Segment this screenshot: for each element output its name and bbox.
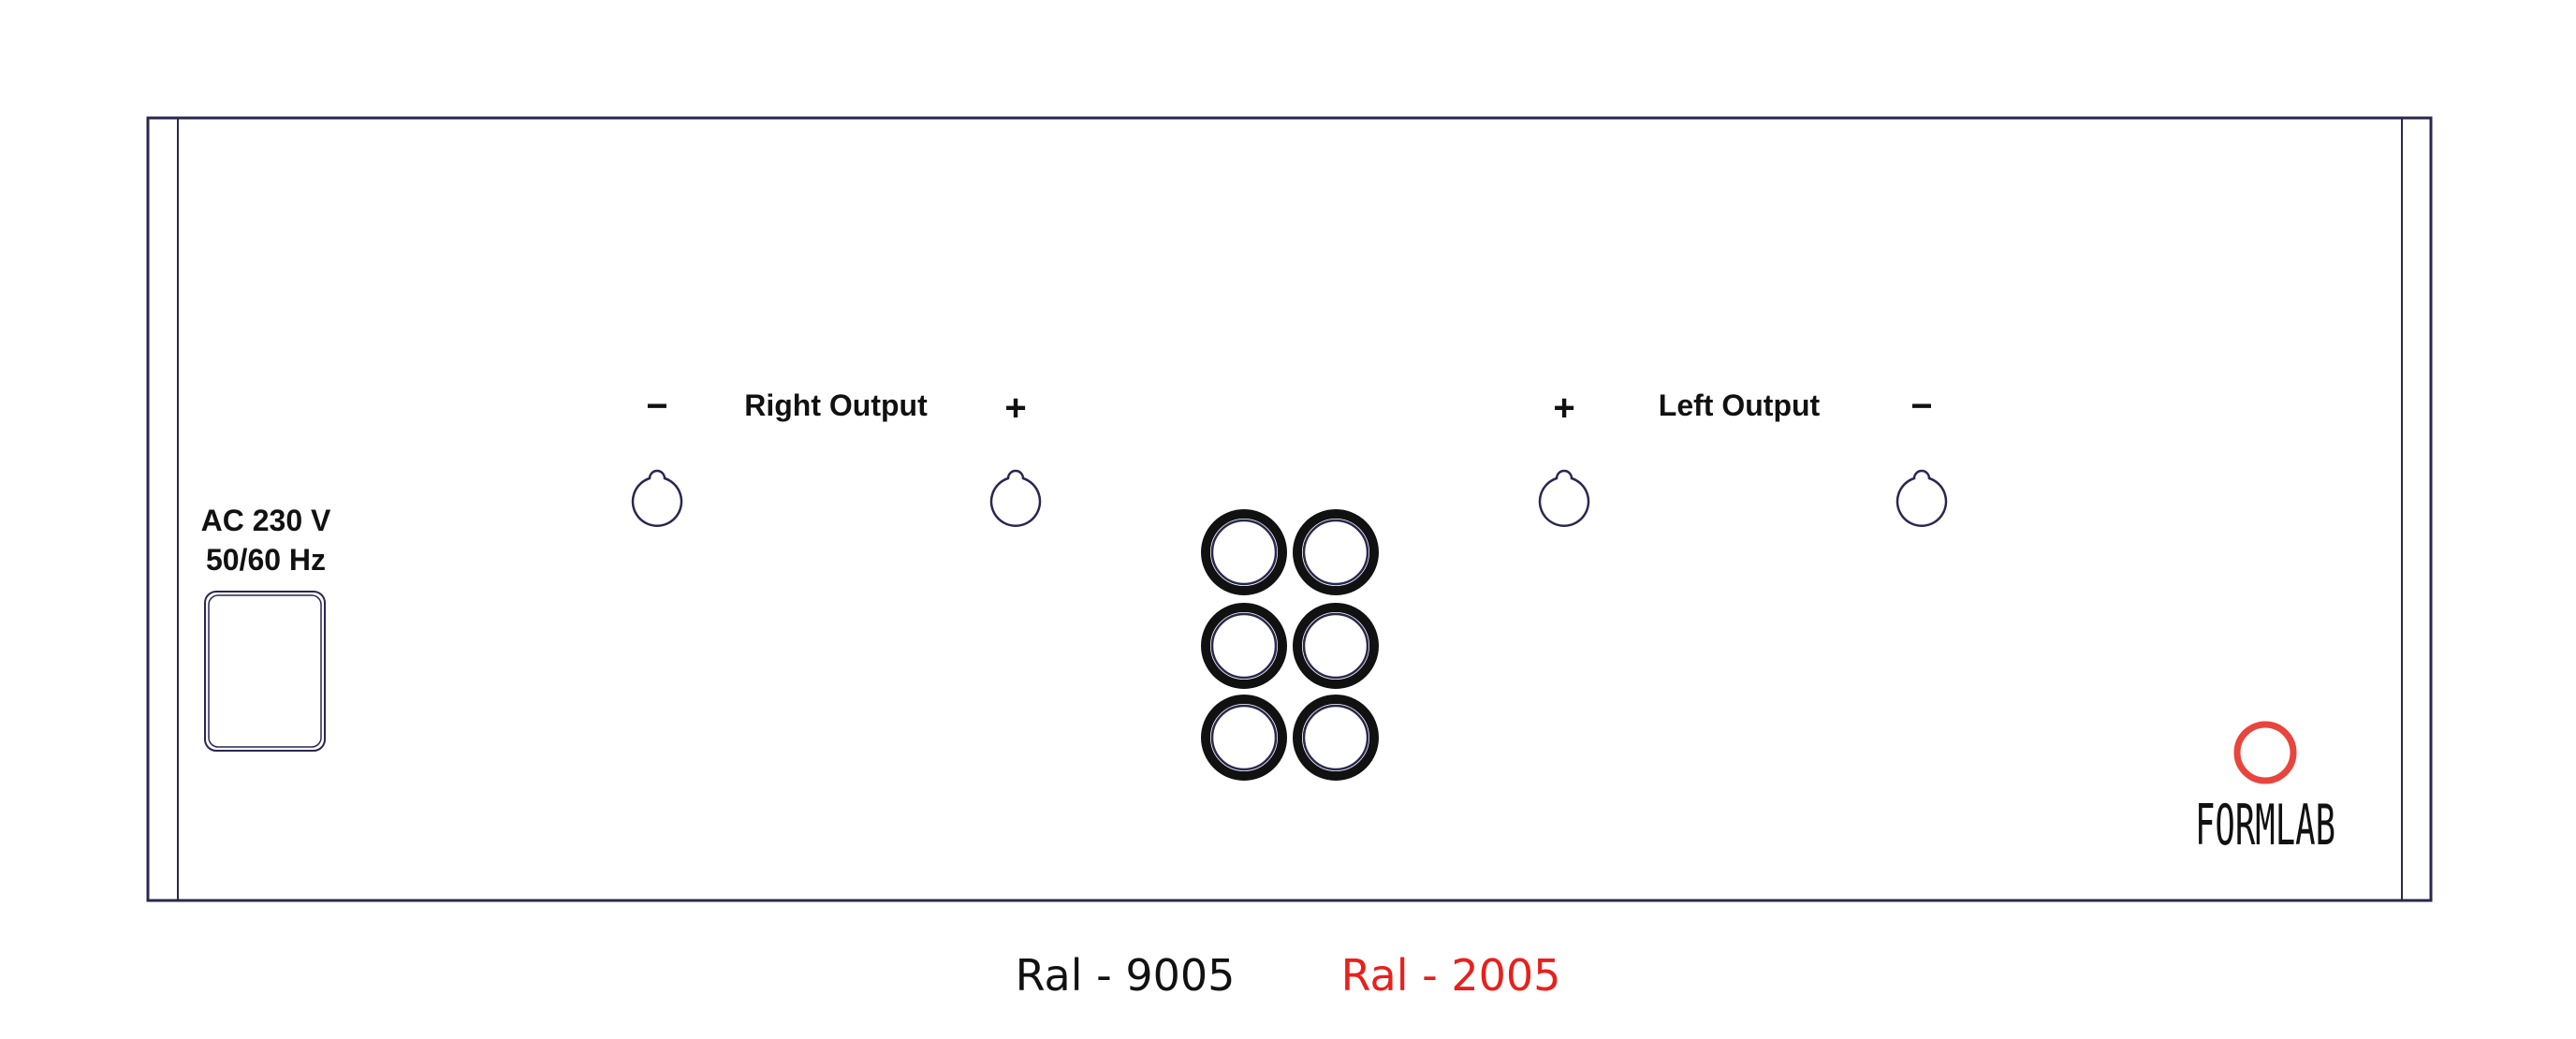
frequency-label: 50/60 Hz bbox=[206, 543, 326, 577]
left-minus-label: − bbox=[1910, 386, 1932, 427]
right-minus-terminal bbox=[631, 469, 683, 527]
left-plus-label: + bbox=[1553, 388, 1574, 429]
left-minus-terminal bbox=[1895, 469, 1948, 527]
power-inlet bbox=[204, 591, 326, 752]
left-plus-terminal bbox=[1538, 469, 1590, 527]
right-minus-label: − bbox=[646, 386, 667, 427]
rca-jack bbox=[1293, 695, 1379, 781]
brand-logo-text: FORMLAB bbox=[2195, 793, 2335, 858]
voltage-label: AC 230 V bbox=[201, 504, 331, 537]
right-output-label: Right Output bbox=[744, 388, 928, 422]
right-plus-terminal bbox=[989, 469, 1042, 527]
rca-jack bbox=[1293, 603, 1379, 689]
input-jacks bbox=[1201, 509, 1379, 781]
left-output-label: Left Output bbox=[1659, 388, 1821, 422]
logo-circle-icon bbox=[2233, 721, 2297, 784]
rca-jack bbox=[1201, 603, 1287, 689]
rca-jack bbox=[1293, 509, 1379, 595]
color-code-ral-9005: Ral - 9005 bbox=[1016, 950, 1236, 1001]
right-plus-label: + bbox=[1004, 388, 1026, 429]
rca-jack bbox=[1201, 695, 1287, 781]
color-code-ral-2005: Ral - 2005 bbox=[1341, 950, 1561, 1001]
rca-jack bbox=[1201, 509, 1287, 595]
panel-outline bbox=[146, 116, 2433, 902]
